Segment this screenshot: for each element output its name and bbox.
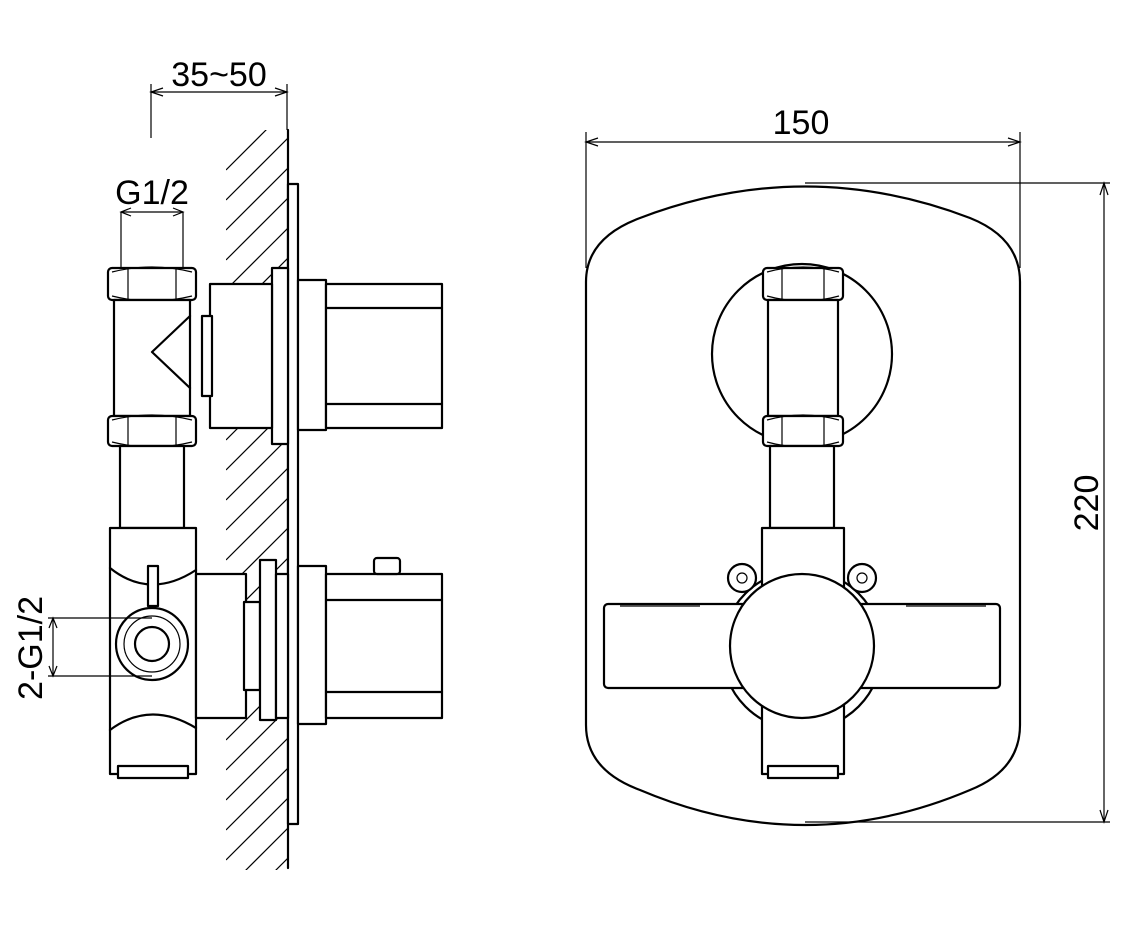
wall-depth-label: 35~50 [171, 56, 267, 94]
pipe-assembly-side [106, 266, 262, 780]
plate-width-label: 150 [773, 104, 830, 142]
lower-valve-side [258, 556, 444, 726]
dimension-plate-height: 220 [805, 181, 1110, 824]
front-view: 150 220 [584, 104, 1110, 827]
upper-valve-side [200, 266, 444, 446]
upper-fitting-front [761, 266, 845, 530]
wall-hatching [226, 130, 288, 870]
dimension-inlet-thread: G1/2 [115, 174, 189, 268]
dimension-plate-width: 150 [584, 104, 1022, 268]
outlet-thread-label: 2-G1/2 [12, 596, 50, 700]
lower-body-front [602, 526, 1002, 780]
dimension-outlet-thread: 2-G1/2 [12, 596, 152, 700]
side-view: 35~50 G1/2 2-G1/2 [12, 56, 444, 870]
cover-plate-front [584, 185, 1022, 827]
plate-height-label: 220 [1068, 475, 1106, 532]
inlet-thread-label: G1/2 [115, 174, 189, 212]
cover-plate-side [286, 182, 300, 826]
dimension-wall-depth: 35~50 [149, 56, 289, 138]
